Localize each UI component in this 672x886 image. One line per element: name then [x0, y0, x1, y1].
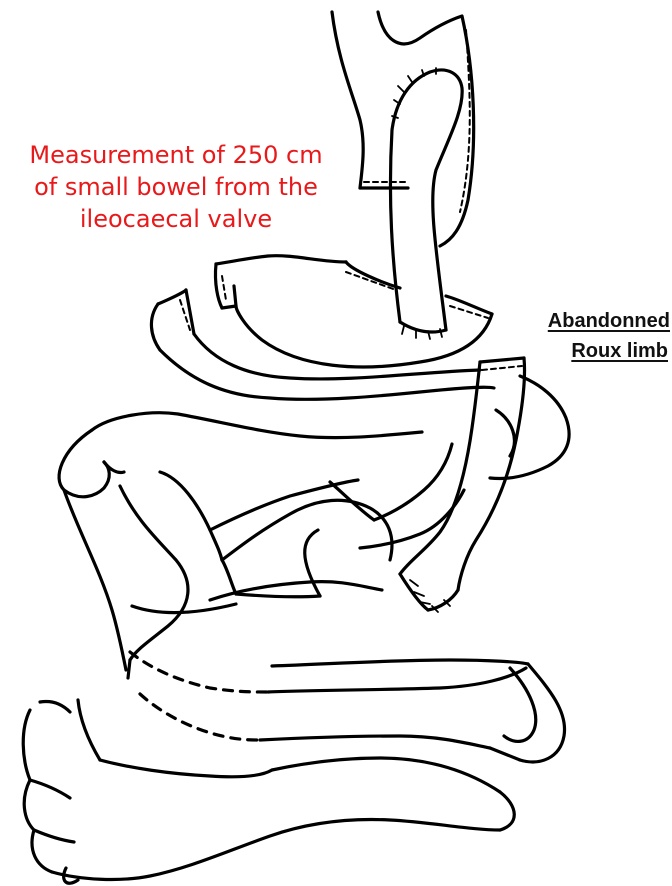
abandoned-roux-limb	[400, 358, 525, 612]
abandoned-roux-limb-label: Abandonned Roux limb	[500, 306, 670, 366]
measurement-line-3: ileocaecal valve	[80, 205, 272, 233]
measurement-line-1: Measurement of 250 cm	[29, 141, 322, 169]
measurement-line-2: of small bowel from the	[34, 173, 318, 201]
small-bowel	[59, 334, 569, 762]
measurement-annotation: Measurement of 250 cm of small bowel fro…	[6, 139, 346, 235]
measured-bowel-dashed	[130, 652, 268, 740]
biliopancreatic-limb	[360, 444, 464, 548]
abandoned-label-line-2: Roux limb	[500, 336, 668, 366]
stomach-remnant	[151, 256, 492, 367]
abandoned-label-line-1: Abandonned	[500, 306, 670, 336]
caecum	[23, 700, 514, 883]
